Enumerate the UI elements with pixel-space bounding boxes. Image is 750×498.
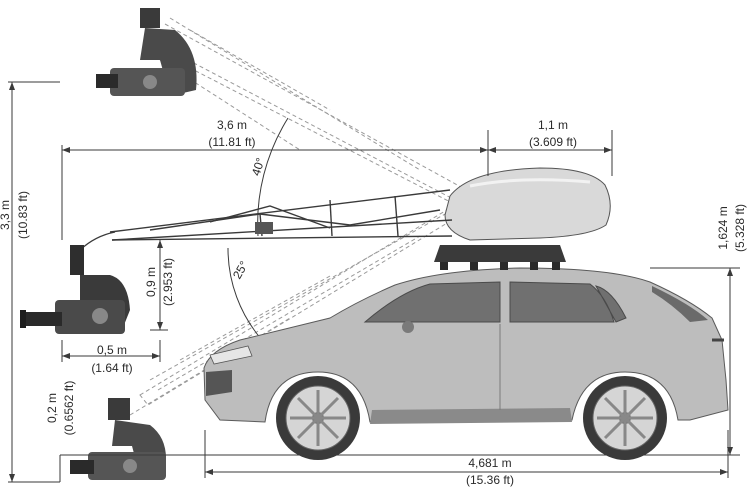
label-head-offset-imperial: (1.64 ft) <box>91 361 132 375</box>
label-arm-length-metric: 3,6 m <box>217 118 247 132</box>
label-height-total-imperial: (10.83 ft) <box>16 191 30 239</box>
camera-head-raised <box>96 8 197 96</box>
label-rear-extension-imperial: (3.609 ft) <box>529 135 577 149</box>
camera-head-main <box>20 245 130 334</box>
arm-joint <box>255 222 273 234</box>
car-front-wheel <box>276 376 360 460</box>
angle-arc-down <box>227 247 263 341</box>
dim-arrows <box>9 82 733 482</box>
car-grille <box>206 370 232 396</box>
car-headlight <box>209 345 253 365</box>
car-rear-window <box>652 286 708 322</box>
label-height-total-metric: 3,3 m <box>0 200 12 230</box>
label-head-drop-metric: 0,9 m <box>144 267 158 297</box>
car-mirror <box>402 321 414 333</box>
label-rear-extension-metric: 1,1 m <box>538 118 568 132</box>
label-angle-up: 40° <box>249 156 268 178</box>
car-rear-wheel <box>583 376 667 460</box>
roof-mount <box>434 245 566 270</box>
label-head-drop-imperial: (2.953 ft) <box>161 258 175 306</box>
label-ground-clearance-metric: 0,2 m <box>45 393 59 423</box>
label-head-offset-metric: 0,5 m <box>97 343 127 357</box>
crane-arm <box>79 189 453 251</box>
label-car-height-imperial: (5.328 ft) <box>733 204 747 252</box>
label-angle-down: 25° <box>230 258 251 281</box>
arm-raised-ghost <box>148 17 471 209</box>
pod-highlight <box>469 178 591 188</box>
camera-head-lowered <box>70 398 166 480</box>
label-car-length-metric: 4,681 m <box>468 456 511 470</box>
label-arm-length-imperial: (11.81 ft) <box>208 135 255 149</box>
label-car-length-imperial: (15.36 ft) <box>466 473 514 487</box>
label-car-height-metric: 1,624 m <box>716 206 730 249</box>
label-ground-clearance-imperial: (0.6562 ft) <box>62 381 76 436</box>
car-side-windows <box>363 281 627 323</box>
car-lower-trim <box>370 408 572 424</box>
counterweight-pod <box>444 167 611 241</box>
car <box>203 267 729 460</box>
